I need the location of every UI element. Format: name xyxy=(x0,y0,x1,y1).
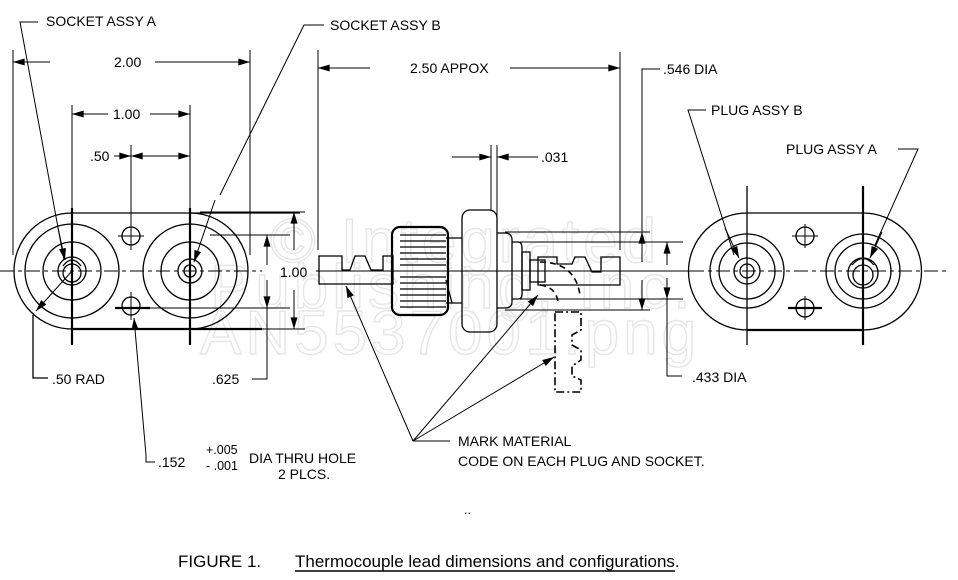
angled-pin-variant xyxy=(554,311,582,393)
hole-leader xyxy=(145,455,155,463)
leader-546 xyxy=(641,68,660,232)
side-view: 2.50 APPOX .031 xyxy=(316,50,747,469)
dim-hole-tol-minus: - .001 xyxy=(206,459,238,473)
nut-neck xyxy=(445,237,462,304)
socket-b-leader xyxy=(219,24,324,196)
mark-leader-2 xyxy=(412,294,539,442)
plug-body-right-arc xyxy=(862,212,923,331)
watermark: © Integrated Publishing, Inc. AN5537001.… xyxy=(199,206,700,368)
plug-body-left-arc xyxy=(687,212,748,331)
socket-body-left-arc xyxy=(13,212,73,330)
dim-inner-dia: .433 DIA xyxy=(692,369,747,385)
dim-gap: .031 xyxy=(541,149,568,165)
stray-mark: .. xyxy=(464,503,471,517)
mark-leader-1 xyxy=(345,285,414,442)
rad-leader xyxy=(32,315,48,379)
plug-view: PLUG ASSY B PLUG ASSY A xyxy=(687,102,950,345)
dim-pin-spacing: 1.00 xyxy=(113,106,140,122)
plug-a-leader-arrow xyxy=(869,231,883,259)
dim-length: 2.50 APPOX xyxy=(410,60,489,76)
mark-leader-3 xyxy=(412,356,555,442)
dim-hole-count: 2 PLCS. xyxy=(278,466,330,482)
angled-inner-arc xyxy=(539,284,559,303)
dim-height: 1.00 xyxy=(280,264,307,280)
socket-a-leader-arrow xyxy=(57,227,66,261)
hole-leader-arrow xyxy=(131,317,147,456)
knurl-lines xyxy=(400,234,446,308)
angled-outer-arc xyxy=(539,261,581,296)
caption-figure-number: FIGURE 1. xyxy=(178,552,261,571)
dim-hole-base: .152 xyxy=(158,454,185,470)
dim-rad: .50 RAD xyxy=(52,371,105,387)
caption-title: Thermocouple lead dimensions and configu… xyxy=(295,552,675,571)
dim-outer-dia: .546 DIA xyxy=(663,61,718,77)
dim-half-spacing: .50 xyxy=(90,148,110,164)
plug-pin-right xyxy=(537,256,621,286)
dim-hole-desc: DIA THRU HOLE xyxy=(249,450,356,466)
rad-leader-arrow xyxy=(35,270,73,312)
callout-mark-line-2: CODE ON EACH PLUG AND SOCKET. xyxy=(458,453,705,469)
plug-b-leader-arrow xyxy=(724,227,740,259)
dim-inner-height: .625 xyxy=(212,371,239,387)
plug-b-leader xyxy=(687,109,735,256)
watermark-line-2: Publishing, Inc. xyxy=(210,253,694,322)
socket-a-leader xyxy=(19,21,65,261)
socket-view: 2.00 1.00 .50 1.00 .625 .50 RAD .152 +.0… xyxy=(0,13,441,482)
figure-caption: FIGURE 1. Thermocouple lead dimensions a… xyxy=(178,552,680,572)
leader-625 xyxy=(252,308,268,380)
callout-socket-b: SOCKET ASSY B xyxy=(330,17,441,33)
callout-plug-b: PLUG ASSY B xyxy=(711,102,803,118)
socket-body-right-arc xyxy=(189,212,249,330)
dim-hole-tol-plus: +.005 xyxy=(206,443,238,457)
caption-period: . xyxy=(675,552,680,571)
leader-433 xyxy=(666,299,682,377)
watermark-line-3: AN5537001.png xyxy=(200,299,700,368)
callout-plug-a: PLUG ASSY A xyxy=(786,141,877,157)
callout-socket-a: SOCKET ASSY A xyxy=(46,13,157,29)
socket-b-leader-arrow xyxy=(193,199,216,263)
dim-overall-width: 2.00 xyxy=(114,54,141,70)
plug-a-leader xyxy=(874,148,919,246)
knurled-nut xyxy=(390,225,450,317)
callout-mark-line-1: MARK MATERIAL xyxy=(458,433,572,449)
flange xyxy=(461,209,498,333)
body-step-1 xyxy=(497,232,513,309)
